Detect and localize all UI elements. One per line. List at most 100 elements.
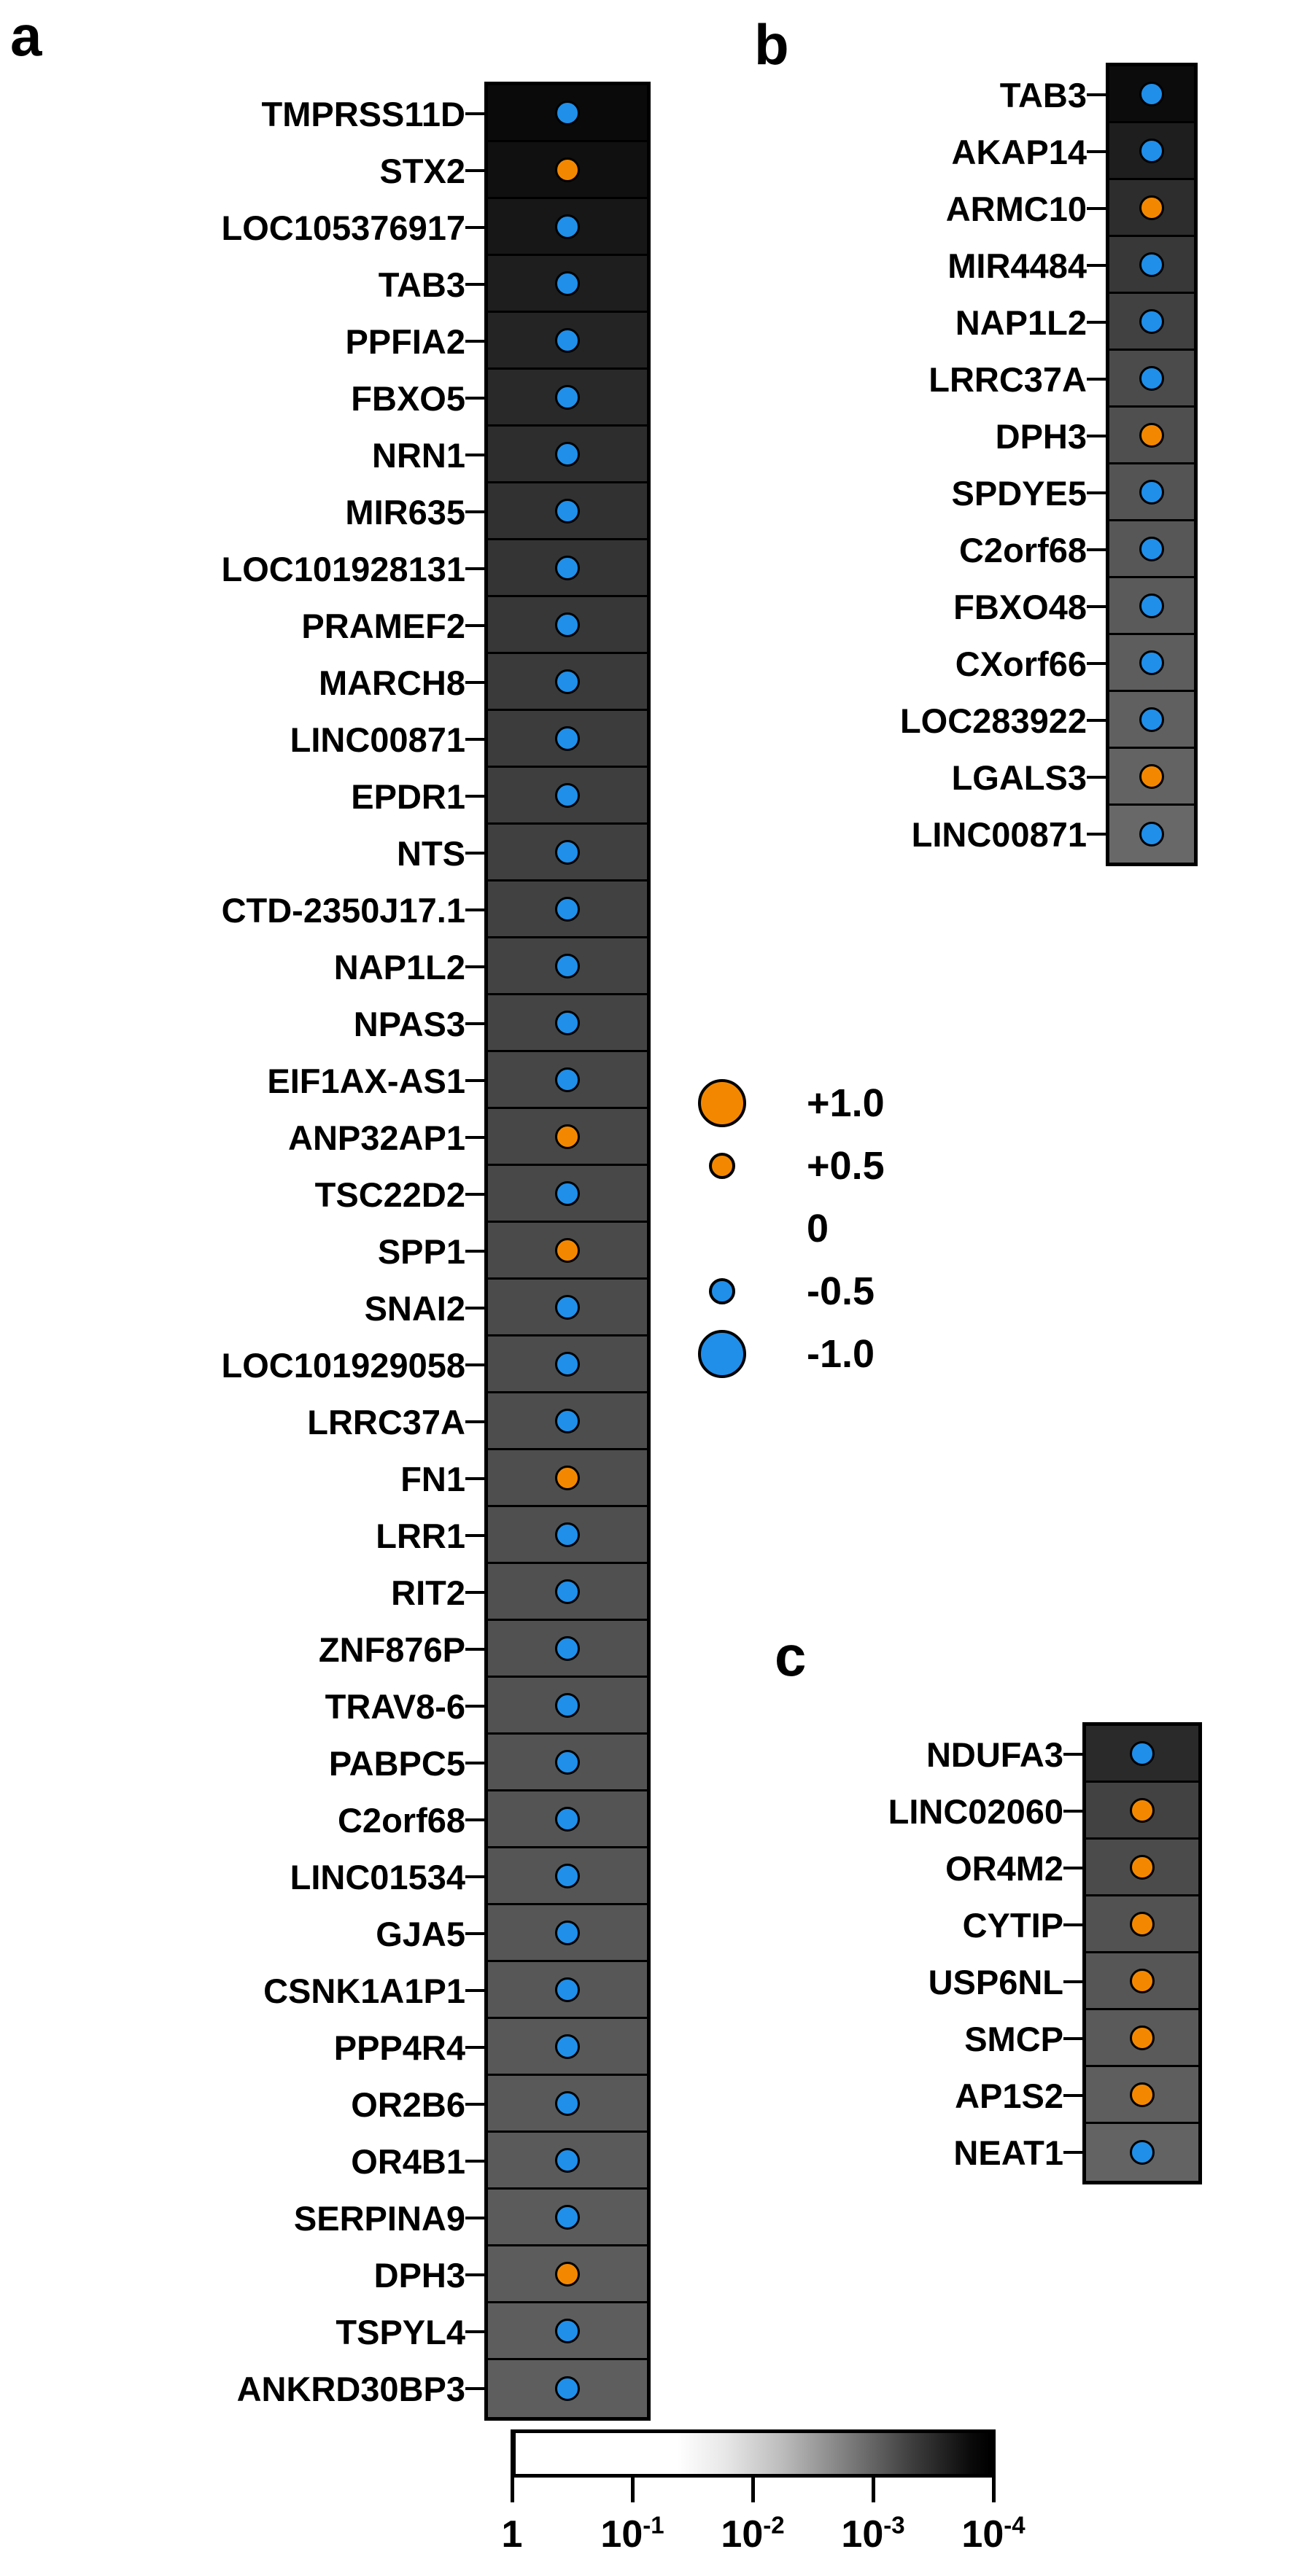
row-tick [465, 1363, 484, 1366]
heatmap-cell[interactable] [1109, 635, 1194, 692]
negative-correlation-dot [1139, 650, 1164, 675]
heatmap-cell[interactable] [488, 1678, 647, 1735]
row-tick [465, 795, 484, 798]
heatmap-cell[interactable] [1109, 66, 1194, 123]
row-label: CSNK1A1P1 [263, 1971, 465, 2010]
positive-correlation-dot [555, 157, 580, 182]
negative-correlation-dot [555, 1351, 580, 1377]
heatmap-cell[interactable] [488, 1791, 647, 1848]
heatmap-cell[interactable] [488, 597, 647, 654]
row-tick [1087, 833, 1106, 836]
pvalue-colorbar[interactable] [512, 2429, 993, 2478]
row-tick [465, 1136, 484, 1139]
heatmap-cell[interactable] [488, 1905, 647, 1962]
heatmap-cell[interactable] [488, 199, 647, 256]
heatmap-cell[interactable] [1086, 1953, 1198, 2010]
row-label: TSPYL4 [336, 2312, 465, 2351]
legend-dot-slot [678, 1260, 766, 1323]
heatmap-cell[interactable] [488, 2076, 647, 2133]
heatmap-cell[interactable] [488, 768, 647, 825]
row-label: OR2B6 [351, 2085, 465, 2124]
heatmap-cell[interactable] [488, 2303, 647, 2360]
heatmap-cell[interactable] [1109, 578, 1194, 635]
legend-entry: +1.0 [678, 1072, 885, 1135]
row-label: LRRC37A [307, 1402, 465, 1441]
heatmap-cell[interactable] [488, 1280, 647, 1336]
heatmap-cell[interactable] [488, 1507, 647, 1564]
heatmap-cell[interactable] [488, 142, 647, 199]
heatmap-cell[interactable] [1109, 237, 1194, 294]
panel-b-heatmap[interactable] [1106, 63, 1198, 866]
heatmap-cell[interactable] [1086, 2010, 1198, 2067]
legend-entry: -0.5 [678, 1260, 875, 1323]
heatmap-cell[interactable] [488, 825, 647, 882]
heatmap-cell[interactable] [1086, 1840, 1198, 1896]
heatmap-cell[interactable] [488, 313, 647, 370]
heatmap-cell[interactable] [1109, 464, 1194, 521]
heatmap-cell[interactable] [488, 1564, 647, 1621]
heatmap-cell[interactable] [488, 483, 647, 540]
row-label: PPP4R4 [333, 2028, 465, 2067]
row-label: CTD-2350J17.1 [221, 890, 465, 930]
positive-correlation-dot [555, 1237, 580, 1263]
heatmap-cell[interactable] [488, 1621, 647, 1678]
heatmap-cell[interactable] [488, 1336, 647, 1393]
heatmap-cell[interactable] [1109, 521, 1194, 578]
heatmap-cell[interactable] [1109, 408, 1194, 464]
heatmap-cell[interactable] [1086, 1896, 1198, 1953]
heatmap-cell[interactable] [488, 85, 647, 142]
heatmap-cell[interactable] [488, 1848, 647, 1905]
row-label: RIT2 [391, 1573, 465, 1612]
heatmap-cell[interactable] [1109, 294, 1194, 351]
row-label: TRAV8-6 [325, 1686, 465, 1726]
heatmap-cell[interactable] [1086, 1726, 1198, 1783]
heatmap-cell[interactable] [1086, 1783, 1198, 1840]
heatmap-cell[interactable] [488, 370, 647, 427]
heatmap-cell[interactable] [488, 1223, 647, 1280]
heatmap-cell[interactable] [1109, 123, 1194, 180]
row-label: SPDYE5 [951, 473, 1087, 513]
heatmap-cell[interactable] [1109, 351, 1194, 408]
heatmap-cell[interactable] [488, 427, 647, 483]
row-tick [1063, 1753, 1082, 1756]
row-tick [465, 1420, 484, 1423]
positive-correlation-dot [1139, 763, 1164, 789]
heatmap-cell[interactable] [488, 995, 647, 1052]
heatmap-cell[interactable] [488, 2190, 647, 2246]
heatmap-cell[interactable] [488, 2246, 647, 2303]
heatmap-cell[interactable] [488, 1166, 647, 1223]
panel-a-heatmap[interactable] [484, 82, 651, 2421]
heatmap-cell[interactable] [488, 256, 647, 313]
heatmap-cell[interactable] [488, 1962, 647, 2019]
row-tick [465, 454, 484, 456]
heatmap-cell[interactable] [488, 1450, 647, 1507]
heatmap-cell[interactable] [1109, 692, 1194, 749]
heatmap-cell[interactable] [488, 882, 647, 938]
colorbar-tick-label: 10-4 [961, 2511, 1026, 2556]
heatmap-cell[interactable] [1109, 806, 1194, 863]
heatmap-cell[interactable] [488, 1109, 647, 1166]
heatmap-cell[interactable] [488, 540, 647, 597]
heatmap-cell[interactable] [488, 711, 647, 768]
panel-c-heatmap[interactable] [1082, 1722, 1202, 2184]
heatmap-cell[interactable] [1109, 180, 1194, 237]
heatmap-cell[interactable] [488, 2019, 647, 2076]
row-tick [465, 1022, 484, 1025]
heatmap-cell[interactable] [488, 2360, 647, 2417]
negative-correlation-dot [555, 1920, 580, 1945]
heatmap-cell[interactable] [488, 1735, 647, 1791]
row-label: LINC01534 [290, 1857, 465, 1896]
heatmap-cell[interactable] [488, 2133, 647, 2190]
legend-dot-slot [678, 1135, 766, 1197]
legend-value-label: +0.5 [807, 1144, 885, 1188]
heatmap-cell[interactable] [488, 654, 647, 711]
negative-correlation-dot [555, 669, 580, 694]
heatmap-cell[interactable] [488, 1052, 647, 1109]
heatmap-cell[interactable] [1109, 749, 1194, 806]
heatmap-cell[interactable] [1086, 2124, 1198, 2181]
negative-correlation-dot [1130, 1740, 1155, 1766]
heatmap-cell[interactable] [488, 938, 647, 995]
heatmap-cell[interactable] [1086, 2067, 1198, 2124]
heatmap-cell[interactable] [488, 1393, 647, 1450]
row-label: TAB3 [999, 75, 1087, 114]
